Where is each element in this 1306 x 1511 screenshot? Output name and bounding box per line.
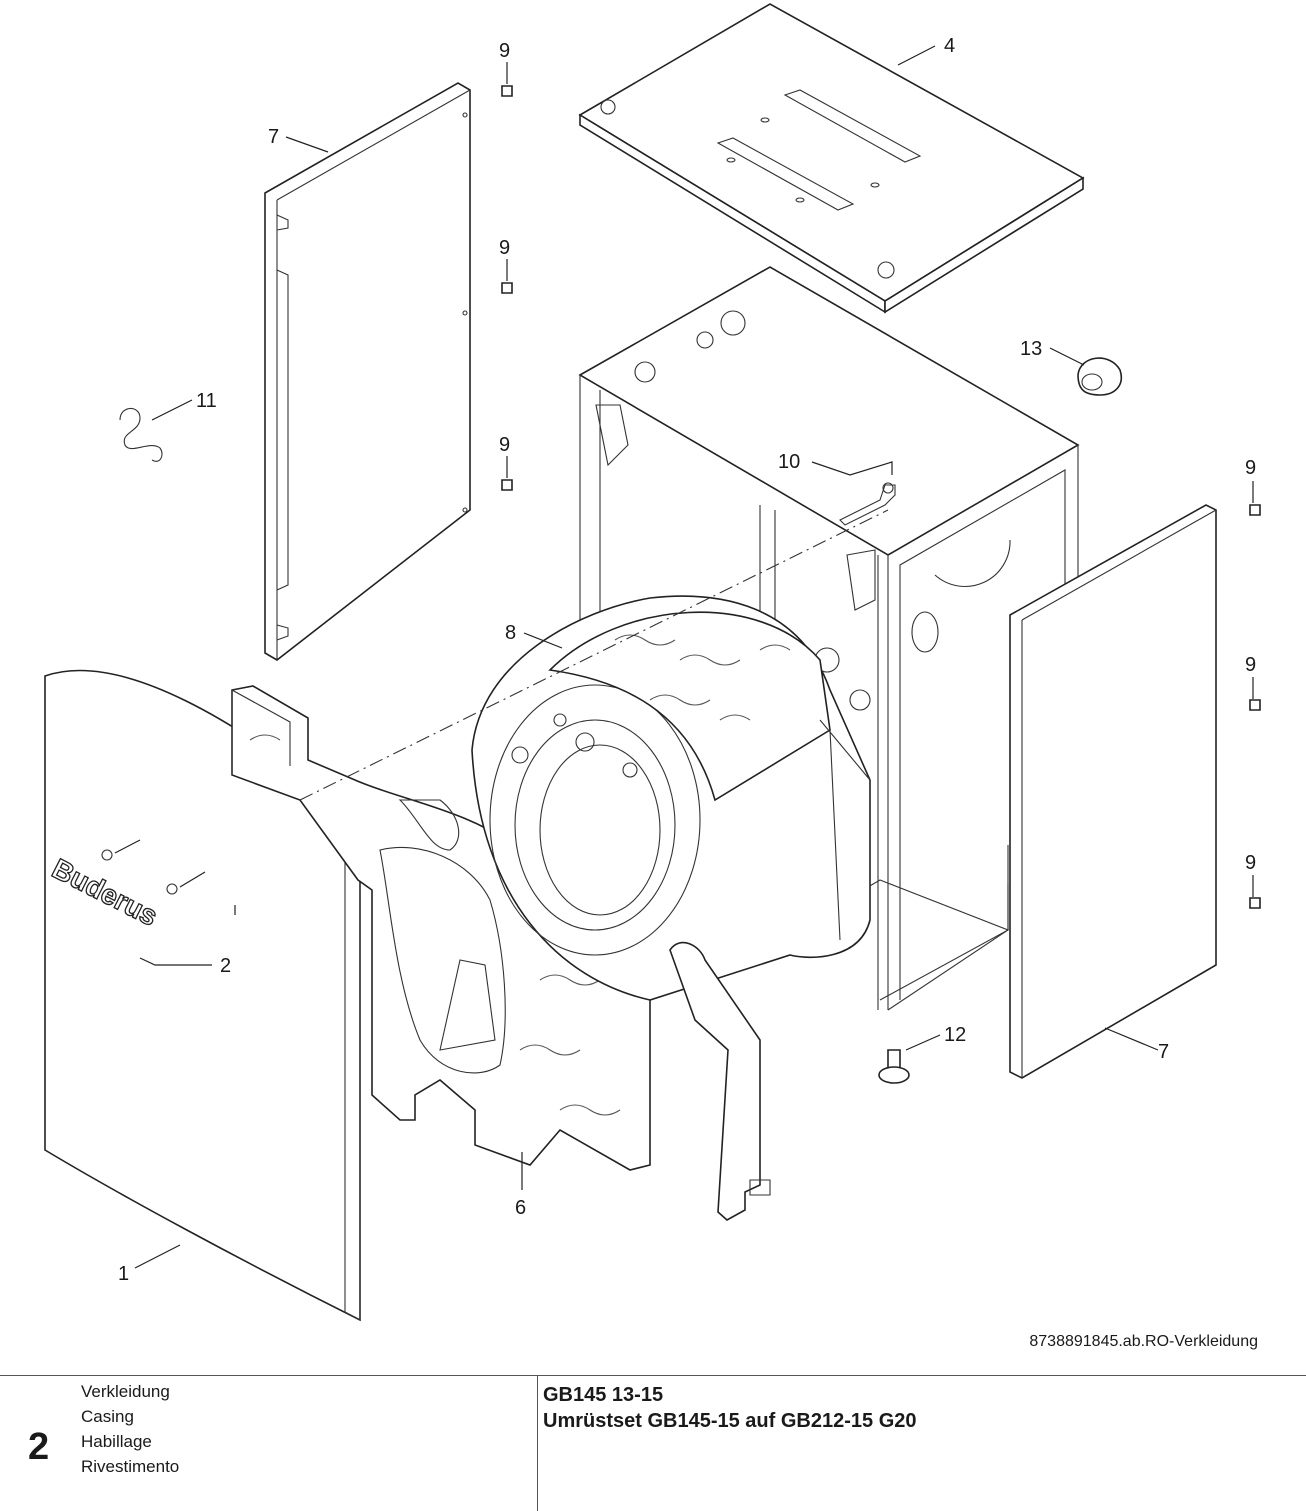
callout-7-left: 7	[268, 126, 279, 148]
callout-7-right: 7	[1158, 1041, 1169, 1063]
callout-13: 13	[1020, 338, 1042, 360]
part-11-hook	[119, 407, 163, 462]
description-it: Rivestimento	[81, 1457, 180, 1476]
description-fr: Habillage	[81, 1432, 152, 1451]
callout-10: 10	[778, 451, 800, 473]
callout-9-e: 9	[1245, 654, 1256, 676]
callout-9-d: 9	[1245, 457, 1256, 479]
drawing-reference: 8738891845.ab.RO-Verkleidung	[1029, 1333, 1258, 1350]
callout-9-a: 9	[499, 40, 510, 62]
callout-9-b: 9	[499, 237, 510, 259]
part-7-left-side-panel	[264, 82, 471, 661]
center-line	[299, 509, 889, 801]
callout-2: 2	[220, 955, 231, 977]
callout-9-c: 9	[499, 434, 510, 456]
callout-4: 4	[944, 35, 955, 57]
description-de: Verkleidung	[81, 1382, 170, 1401]
description-list: Verkleidung Casing Habillage Rivestiment…	[81, 1379, 179, 1479]
part-1-front-door: Buderus	[44, 669, 361, 1322]
exploded-parts-diagram: Buderus	[44, 3, 1261, 1322]
description-en: Casing	[81, 1407, 134, 1426]
model-block: GB145 13-15 Umrüstset GB145-15 auf GB212…	[543, 1382, 917, 1434]
callout-6: 6	[515, 1197, 526, 1219]
leader-lines	[134, 45, 1254, 1269]
callout-9-f: 9	[1245, 852, 1256, 874]
part-8-heat-exchanger	[471, 595, 871, 1001]
page-number: 2	[28, 1426, 50, 1468]
part-7-right-side-panel	[1009, 504, 1217, 1079]
part-10-fitting	[839, 482, 896, 526]
model-subtitle: Umrüstset GB145-15 auf GB212-15 G20	[543, 1410, 917, 1432]
part-13-grommet	[1077, 357, 1122, 396]
callout-1: 1	[118, 1263, 129, 1285]
screw-9-set	[501, 85, 1261, 909]
callout-11: 11	[196, 390, 217, 412]
part-12-adjustable-foot	[878, 1049, 910, 1084]
model-title: GB145 13-15	[543, 1384, 664, 1406]
title-block: 2 Verkleidung Casing Habillage Rivestime…	[0, 1375, 1306, 1511]
callout-labels: 1 2 4 6 7 7 8 9 9 9 9 9 9 10 11 12 13	[118, 35, 1256, 1285]
callout-12: 12	[944, 1024, 966, 1046]
part-4-top-cover	[578, 3, 1085, 314]
callout-8: 8	[505, 622, 516, 644]
mounting-bracket	[669, 941, 771, 1221]
column-divider	[537, 1376, 538, 1511]
